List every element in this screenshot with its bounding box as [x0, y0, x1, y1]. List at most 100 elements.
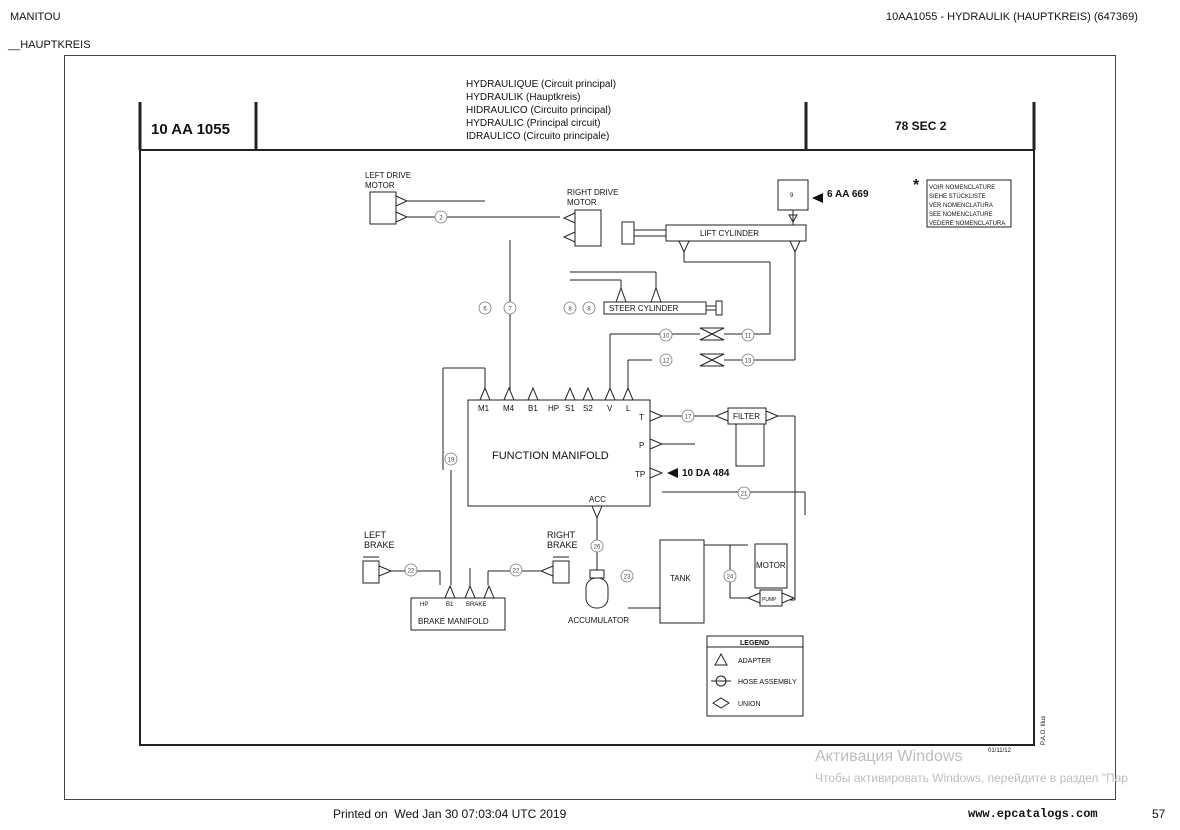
- title-it: IDRAULICO (Circuito principale): [466, 131, 610, 142]
- diagram-frame: [64, 55, 1116, 800]
- motor-label: MOTOR: [756, 561, 786, 570]
- hose-number: 6: [483, 307, 487, 313]
- title-de: HYDRAULIK (Hauptkreis): [466, 92, 581, 103]
- port-m4: M4: [503, 404, 515, 413]
- activation-watermark-text: Чтобы активировать Windows, перейдите в …: [815, 771, 1128, 785]
- filter-label: FILTER: [733, 412, 760, 421]
- brand-label: MANITOU: [10, 11, 61, 23]
- legend-union: UNION: [738, 701, 761, 708]
- left-brake-box: [362, 560, 380, 584]
- hose-number: 13: [745, 359, 752, 365]
- hose-circle: [434, 210, 448, 224]
- nomenclature-line-2: SIEHE STÜCKLISTE: [929, 193, 986, 200]
- section-label: __HAUPTKREIS: [8, 39, 91, 51]
- accumulator-label: ACCUMULATOR: [568, 616, 629, 625]
- hose-number: 26: [594, 545, 601, 551]
- brake-port-b1: B1: [446, 602, 454, 608]
- hose-circle: [620, 569, 634, 583]
- port-s2: S2: [583, 404, 593, 413]
- pump-label: PUMP: [762, 597, 777, 603]
- port-s1: S1: [565, 404, 575, 413]
- illus-date: 01/11/12: [988, 748, 1012, 754]
- hose-circle: [444, 452, 458, 466]
- illus-credit: P.A.O. Illus: [1041, 716, 1047, 745]
- hose-circle: [737, 486, 751, 500]
- union-10-11: [699, 327, 725, 341]
- brake-port-brake: BRAKE: [466, 602, 486, 608]
- steer-cylinder-label: STEER CYLINDER: [609, 304, 679, 313]
- hose-number: 7: [508, 307, 512, 313]
- brake-manifold-box: [410, 597, 506, 631]
- hose-circle: [659, 328, 673, 342]
- nomenclature-line-5: VEDERE NOMENCLATURA: [929, 221, 1005, 227]
- port-hp: HP: [548, 404, 559, 413]
- hose-number: 12: [663, 359, 670, 365]
- website-link[interactable]: www.epcatalogs.com: [968, 807, 1098, 821]
- nomenclature-box: [926, 179, 1012, 228]
- left-drive-motor-box: [369, 191, 397, 225]
- title-es: HIDRAULICO (Circuito principal): [466, 105, 612, 116]
- code-label: 10 AA 1055: [151, 121, 230, 138]
- hose-number: 8: [587, 307, 591, 313]
- hose-circle: [478, 301, 492, 315]
- right-brake-label-2: BRAKE: [547, 540, 578, 550]
- hose-circle: [590, 539, 604, 553]
- left-drive-motor-label-2: MOTOR: [365, 181, 395, 190]
- printed-date: Wed Jan 30 07:03:04 UTC 2019: [394, 807, 567, 821]
- hose-circle: [741, 328, 755, 342]
- right-drive-motor-label-1: RIGHT DRIVE: [567, 188, 618, 197]
- sec-label: 78 SEC 2: [895, 119, 947, 133]
- right-brake-box: [552, 560, 570, 584]
- hose-circle: [741, 353, 755, 367]
- nomenclature-line-4: SEE NOMENCLATURE: [929, 212, 993, 218]
- right-brake-label-1: RIGHT: [547, 530, 576, 540]
- hose-number: 17: [685, 415, 692, 421]
- hose-number: 22: [408, 569, 415, 575]
- hose-number: 24: [727, 575, 734, 581]
- activation-watermark-title: Активация Windows: [815, 748, 963, 765]
- hose-number: 2: [439, 216, 443, 222]
- motor-box: [754, 543, 788, 589]
- hose-number: 10: [663, 334, 670, 340]
- hose-circle: [723, 569, 737, 583]
- nomenclature-line-1: VOIR NOMENCLATURE: [929, 185, 995, 191]
- manifold-top-adapters: [479, 386, 634, 401]
- nomenclature-star: *: [913, 177, 920, 194]
- page-number: 57: [1152, 807, 1166, 821]
- port-p: P: [639, 441, 644, 450]
- lift-cylinder-label: LIFT CYLINDER: [700, 229, 759, 238]
- hose-circle: [582, 301, 596, 315]
- hose-number: 11: [745, 334, 752, 340]
- hose-circle: [659, 353, 673, 367]
- brake-manifold-label: BRAKE MANIFOLD: [418, 617, 489, 626]
- hose-number: 19: [448, 458, 455, 464]
- ref-6aa669: 6 AA 669: [827, 189, 869, 200]
- tank-label: TANK: [670, 574, 691, 583]
- printed-label: Printed on: [333, 807, 388, 821]
- port-t: T: [639, 413, 644, 422]
- lift-cylinder-box: [665, 224, 807, 242]
- legend-title: LEGEND: [740, 640, 769, 647]
- function-manifold-box: [467, 399, 651, 507]
- document-title: 10AA1055 - HYDRAULIK (HAUPTKREIS) (64736…: [886, 11, 1138, 23]
- port-acc: ACC: [589, 495, 606, 504]
- port-v: V: [607, 404, 613, 413]
- union-12-13: [699, 353, 725, 367]
- legend-hose: HOSE ASSEMBLY: [738, 679, 797, 686]
- legend-box: [706, 635, 804, 717]
- right-drive-motor-box: [574, 209, 602, 247]
- hose-circle: [509, 563, 523, 577]
- port-l: L: [626, 404, 631, 413]
- ref-10da484: 10 DA 484: [682, 468, 730, 479]
- title-fr: HYDRAULIQUE (Circuit principal): [466, 79, 617, 90]
- hose-number: 8: [568, 307, 572, 313]
- port-b1: B1: [528, 404, 538, 413]
- tank-box: [659, 539, 705, 624]
- title-block-languages: HYDRAULIQUE (Circuit principal) HYDRAULI…: [466, 78, 616, 143]
- hose-circle: [563, 301, 577, 315]
- function-manifold-label: FUNCTION MANIFOLD: [492, 450, 609, 462]
- port-tp: TP: [635, 470, 645, 479]
- left-brake-label-2: BRAKE: [364, 540, 395, 550]
- hose-circle: [503, 301, 517, 315]
